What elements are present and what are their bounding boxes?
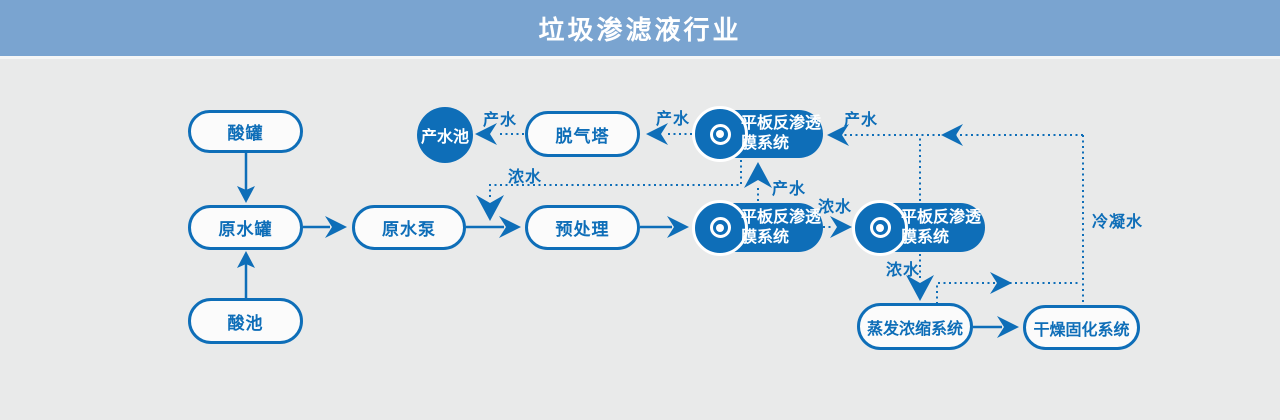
edge-label-product-water-3: 产水 (844, 112, 879, 129)
node-label: 蒸发浓缩系统 (866, 320, 963, 338)
ro-membrane-icon (692, 199, 748, 256)
node-label: 平板反渗透 膜系统 (741, 208, 822, 246)
node-label: 酸池 (227, 313, 264, 333)
node-label: 预处理 (555, 220, 610, 239)
title-bar: 垃圾渗滤液行业 (0, 0, 1280, 56)
node-label: 产水池 (420, 129, 469, 146)
line-evaporation-condensate-branch (936, 272, 1081, 304)
arrow-pretreatment-to-ro-system-2 (640, 216, 689, 238)
edge-label-product-water-1: 产水 (483, 112, 518, 129)
arrow-acid-tank-to-raw-water-tank (237, 152, 255, 203)
edge-label-concentrate-1: 浓水 (508, 169, 543, 186)
arrow-ro-system-2-to-ro-system-3 (823, 216, 852, 238)
node-label: 平板反渗透 膜系统 (901, 208, 982, 246)
arrow-ro-system-2-to-ro-system-1 (744, 162, 772, 201)
node-label: 干燥固化系统 (1033, 321, 1130, 339)
node-drying-system: 干燥固化系统 (1023, 305, 1140, 350)
edge-label-product-water-4: 产水 (772, 181, 807, 198)
arrow-acid-pool-to-raw-water-tank (237, 251, 255, 298)
node-label: 酸罐 (227, 124, 264, 143)
node-label: 平板反渗透 膜系统 (741, 115, 822, 152)
edge-label-concentrate-3: 浓水 (886, 262, 921, 279)
node-raw-water-pump: 原水泵 (352, 205, 466, 250)
header-divider (0, 56, 1280, 59)
page-title: 垃圾渗滤液行业 (538, 14, 742, 45)
node-ro-system-2: 平板反渗透 膜系统 (692, 199, 823, 256)
node-ro-system-3: 平板反渗透 膜系统 (852, 199, 985, 256)
node-acid-tank: 酸罐 (188, 110, 303, 153)
edge-label-product-water-2: 产水 (656, 111, 691, 128)
node-acid-pool: 酸池 (188, 298, 303, 344)
ro-membrane-icon (692, 106, 748, 162)
node-raw-water-tank: 原水罐 (188, 205, 303, 250)
node-product-water-pool: 产水池 (417, 107, 473, 163)
arrow-raw-water-pump-to-pretreatment (466, 216, 521, 238)
node-ro-system-1: 平板反渗透 膜系统 (692, 106, 823, 162)
node-pretreatment: 预处理 (525, 205, 640, 250)
edge-label-condensate: 冷凝水 (1092, 214, 1144, 231)
ro-membrane-icon (852, 199, 908, 256)
edge-label-concentrate-2: 浓水 (818, 199, 853, 216)
node-evaporation-system: 蒸发浓缩系统 (857, 303, 973, 350)
node-label: 脱气塔 (555, 126, 610, 146)
node-label: 原水泵 (382, 220, 436, 239)
arrow-evaporation-to-drying (973, 316, 1019, 338)
node-label: 原水罐 (218, 220, 273, 239)
arrow-raw-water-tank-to-raw-water-pump (303, 216, 347, 238)
node-degassing-tower: 脱气塔 (525, 111, 640, 157)
